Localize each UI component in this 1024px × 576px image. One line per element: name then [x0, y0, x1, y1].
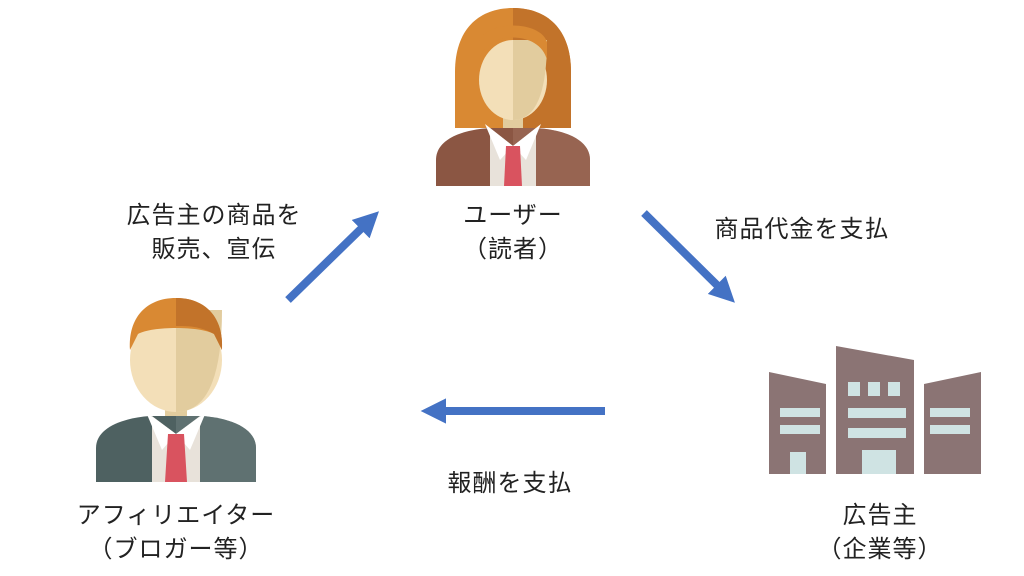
edge-label-product-payment-text: 商品代金を支払	[714, 215, 890, 243]
arrow-user-to-advertiser	[641, 210, 735, 303]
edge-label-promote: 広告主の商品を 販売、宣伝	[104, 198, 324, 266]
affiliate-label: アフィリエイター （ブロガー等）	[46, 498, 306, 566]
user-label-line2: （読者）	[463, 235, 563, 263]
edge-label-promote-line2: 販売、宣伝	[151, 235, 277, 263]
user-person-icon	[436, 8, 590, 186]
edge-label-product-payment: 商品代金を支払	[692, 212, 912, 246]
advertiser-building-icon	[769, 346, 981, 474]
edge-label-promote-line1: 広告主の商品を	[126, 201, 302, 229]
advertiser-label-line2: （企業等）	[817, 535, 943, 563]
user-label: ユーザー （読者）	[433, 198, 593, 266]
advertiser-label-line1: 広告主	[842, 501, 918, 529]
affiliate-label-line1: アフィリエイター	[76, 501, 276, 529]
affiliate-label-line2: （ブロガー等）	[88, 535, 264, 563]
user-label-line1: ユーザー	[463, 201, 563, 229]
affiliate-person-icon	[96, 298, 256, 482]
arrow-affiliate-to-user	[285, 211, 379, 303]
edge-label-reward-payment-text: 報酬を支払	[447, 469, 573, 497]
edge-label-reward-payment: 報酬を支払	[420, 466, 600, 500]
advertiser-label: 広告主 （企業等）	[805, 498, 955, 566]
